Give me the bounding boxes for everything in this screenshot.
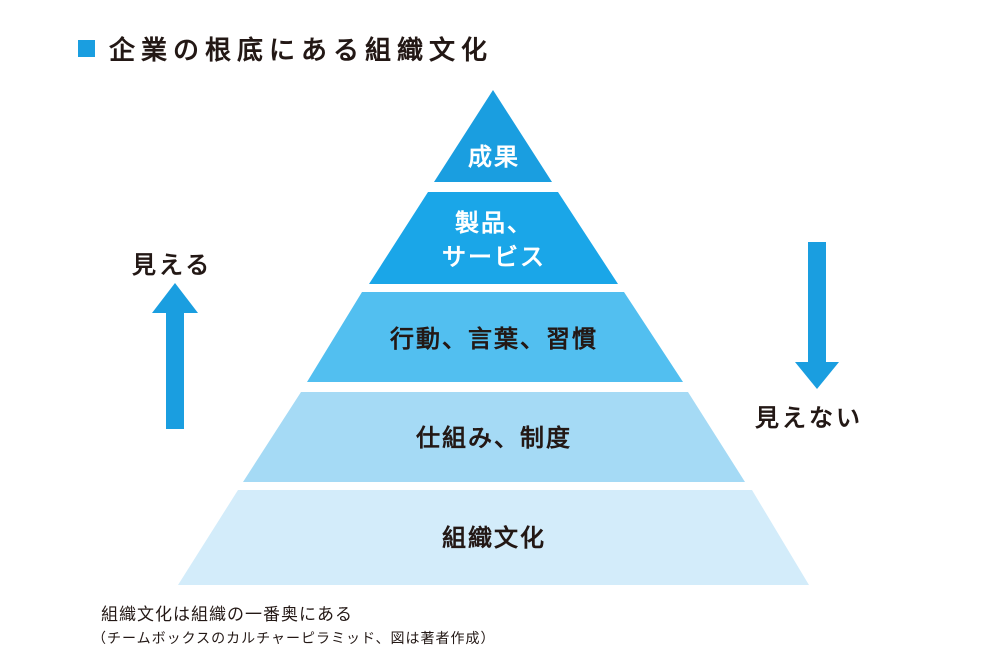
tier-3-label: 行動、言葉、習慣 bbox=[390, 325, 598, 353]
invisible-label: 見えない bbox=[755, 404, 863, 432]
tier-4-shape bbox=[243, 392, 745, 482]
tier-4-label: 仕組み、制度 bbox=[416, 424, 572, 452]
caption-main: 組織文化は組織の一番奥にある bbox=[101, 605, 353, 625]
tier-1-shape bbox=[434, 90, 552, 182]
tier-5-shape bbox=[178, 490, 809, 585]
tier-3-shape bbox=[307, 292, 683, 382]
visible-label: 見える bbox=[132, 251, 213, 279]
tier-2-label-line2: サービス bbox=[442, 243, 546, 271]
tier-2-label-line1: 製品、 bbox=[455, 209, 533, 237]
tier-1-label: 成果 bbox=[468, 143, 520, 171]
title-text: 企業の根底にある組織文化 bbox=[109, 35, 494, 66]
arrow-up-icon bbox=[152, 283, 198, 429]
title-square-icon bbox=[78, 39, 95, 57]
arrow-down-icon bbox=[795, 242, 839, 389]
tier-5-label: 組織文化 bbox=[442, 524, 546, 552]
caption-source: （チームボックスのカルチャーピラミッド、図は著者作成） bbox=[92, 631, 496, 647]
diagram-title: 企業の根底にある組織文化 bbox=[78, 28, 493, 68]
tier-2-shape bbox=[369, 192, 618, 284]
